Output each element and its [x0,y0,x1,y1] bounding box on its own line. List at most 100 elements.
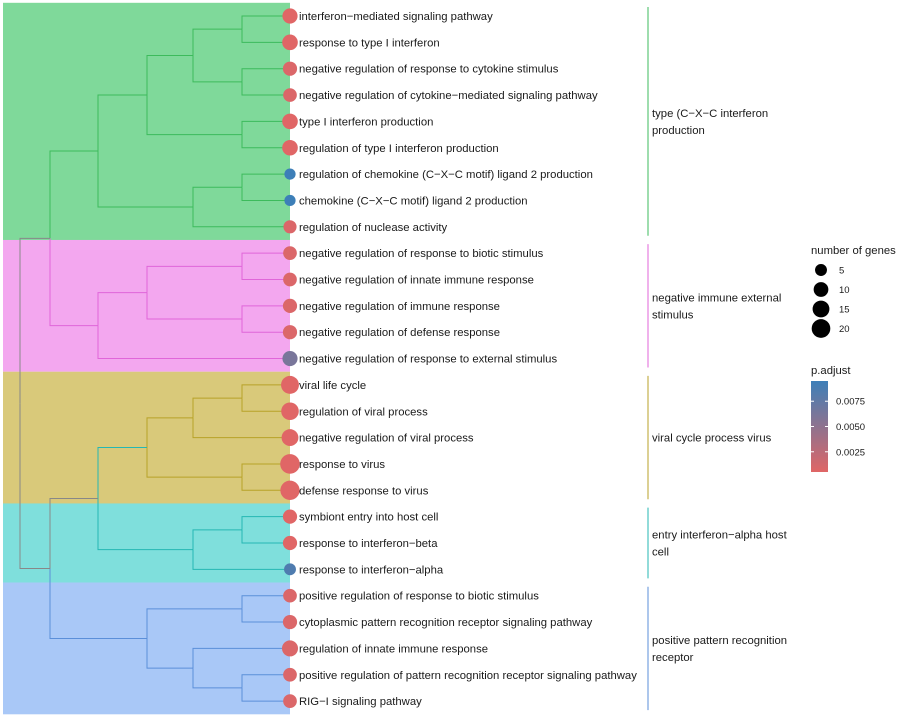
term-point-24 [282,614,298,630]
term-point-4 [283,88,297,102]
cluster-label-4: entry interferon−alpha host [652,530,788,542]
size-legend-label-3: 15 [839,305,850,316]
tree-edge-31 [146,417,193,448]
term-label-25: regulation of innate immune response [299,643,488,655]
tree-edge-34 [241,529,290,544]
size-legend-label-2: 10 [839,285,850,296]
tree-edge-50 [49,238,98,327]
cluster-label-1: production [652,125,705,137]
tree-edge-24 [97,325,290,360]
tree-edge-9 [192,28,242,56]
term-label-11: negative regulation of innate immune res… [299,275,534,287]
term-label-24: cytoplasmic pattern recognition receptor… [299,617,593,629]
size-legend-title: number of genes [811,245,896,257]
term-label-22: response to interferon−alpha [299,564,444,576]
term-label-12: negative regulation of immune response [299,301,500,313]
tree-edge-44 [146,638,193,669]
color-legend-title: p.adjust [811,365,851,377]
term-point-25 [281,640,299,657]
term-point-19 [280,480,300,500]
term-label-8: chemokine (C−X−C motif) ligand 2 product… [299,195,528,207]
size-legend-label-1: 5 [839,266,844,277]
tree-edge-52 [19,403,50,570]
tree-edge-23 [97,292,147,326]
term-point-15 [281,375,299,394]
term-point-1 [282,8,298,24]
term-label-23: positive regulation of response to bioti… [299,591,539,603]
term-label-9: regulation of nuclease activity [299,222,448,234]
tree-edge-21 [146,265,242,293]
tree-edge-30 [241,477,290,491]
color-legend-bar [811,381,828,472]
term-point-27 [283,694,297,708]
term-label-19: defense response to virus [299,485,429,497]
tree-edge-35 [192,529,242,550]
tree-edge-2 [241,29,290,43]
tree-edge-25 [241,384,290,399]
term-label-17: negative regulation of viral process [299,433,474,445]
cluster-label-5: positive pattern recognition [652,635,787,647]
tree-edge-1 [241,15,290,30]
tree-edge-16 [97,151,193,208]
term-label-6: regulation of type I interferon producti… [299,143,499,155]
tree-edge-33 [241,516,290,530]
color-legend-label-1: 0.0075 [836,397,865,408]
tree-edge-41 [192,647,290,669]
tree-edge-51 [19,237,50,404]
size-legend-label-4: 20 [839,324,850,335]
tree-edge-38 [241,608,290,623]
term-point-16 [281,402,299,421]
term-point-22 [284,563,296,576]
term-point-6 [282,139,298,156]
tree-edge-45 [97,446,147,499]
cluster-label-1: type (C−X−C interferon [652,108,768,120]
tree-edge-15 [97,94,147,152]
tree-edge-13 [192,186,242,208]
cluster-label-3: viral cycle process virus [652,433,772,445]
color-legend-label-2: 0.0050 [836,422,865,433]
term-label-20: symbiont entry into host cell [299,512,438,524]
tree-edge-37 [241,595,290,609]
term-point-2 [282,34,298,51]
term-label-14: negative regulation of response to exter… [299,354,557,366]
tree-edge-49 [49,150,98,239]
tree-edge-40 [241,687,290,702]
tree-edge-19 [241,305,290,320]
cluster-label-2: negative immune external [652,292,781,304]
tree-edge-7 [241,173,290,188]
size-legend-dot-3 [812,300,830,318]
term-label-27: RIG−I signaling pathway [299,696,422,708]
term-point-13 [282,325,298,340]
size-legend-dot-2 [813,282,829,297]
size-legend-dot-1 [815,264,827,276]
tree-edge-18 [241,266,290,280]
tree-edge-27 [192,397,242,418]
tree-edge-39 [241,674,290,688]
term-point-26 [283,667,297,682]
term-label-7: regulation of chemokine (C−X−C motif) li… [299,169,593,181]
term-point-20 [282,509,298,524]
tree-edge-20 [241,319,290,333]
term-label-13: negative regulation of defense response [299,327,500,339]
tree-edge-17 [241,252,290,267]
tree-edge-29 [241,463,290,478]
term-point-3 [282,61,298,76]
tree-edge-4 [241,81,290,96]
tree-edge-32 [146,447,242,478]
term-label-5: type I interferon production [299,116,433,128]
term-point-5 [282,113,298,130]
tree-edge-14 [192,207,290,228]
tree-edge-36 [192,549,290,570]
tree-edge-28 [192,417,290,439]
tree-edge-10 [192,55,242,83]
tree-edge-12 [146,95,242,136]
cluster-label-2: stimulus [652,309,694,321]
tree-edge-43 [146,608,242,639]
cluster-label-5: receptor [652,652,694,664]
term-label-2: response to type I interferon [299,37,440,49]
term-label-26: positive regulation of pattern recogniti… [299,670,637,682]
term-label-18: response to virus [299,459,385,471]
tree-edge-3 [241,68,290,82]
term-point-21 [282,535,298,551]
